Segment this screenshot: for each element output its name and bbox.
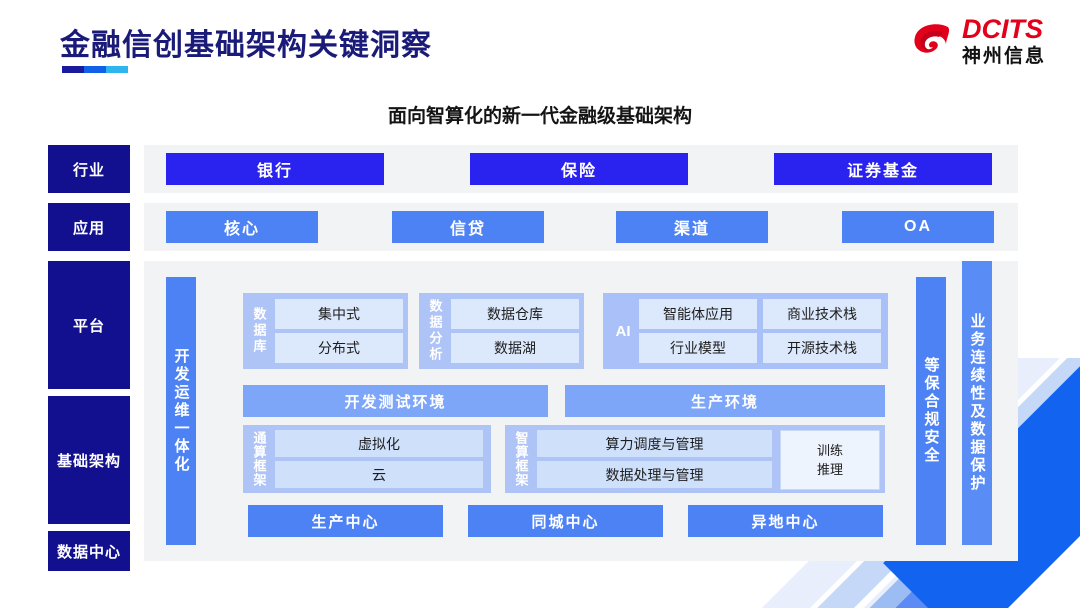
env-label-production: 生产环境: [690, 393, 759, 411]
train-label: 训练: [816, 442, 843, 458]
group-label-database: 数据库: [251, 307, 267, 355]
industry-button-insurance[interactable]: 保险: [470, 153, 688, 185]
rail-devops-integration[interactable]: 开发运维一体化: [166, 277, 196, 545]
industry-button-bank[interactable]: 银行: [166, 153, 384, 185]
tile-data-warehouse[interactable]: 数据仓库: [451, 299, 579, 329]
sidebar-label-platform: 平台: [72, 317, 105, 335]
tile-agent-application[interactable]: 智能体应用: [639, 299, 757, 329]
application-label-oa: OA: [904, 218, 932, 235]
application-button-core[interactable]: 核心: [166, 211, 318, 243]
application-button-oa[interactable]: OA: [842, 211, 994, 243]
rail-label-compliance: 等保合规安全: [922, 357, 940, 465]
tile-distributed[interactable]: 分布式: [275, 333, 403, 363]
group-label-data-analysis: 数据分析: [427, 299, 443, 363]
application-label-credit: 信贷: [449, 221, 486, 238]
application-label-channel: 渠道: [673, 221, 710, 238]
sidebar-item-platform[interactable]: 平台: [48, 261, 130, 389]
framework-label-general-compute: 通算框架: [251, 431, 267, 487]
tile-cloud[interactable]: 云: [275, 461, 483, 488]
tile-centralized[interactable]: 集中式: [275, 299, 403, 329]
sidebar-label-application: 应用: [72, 219, 105, 237]
subtitle: 面向智算化的新一代金融级基础架构: [387, 106, 692, 127]
center-label-local: 同城中心: [531, 513, 600, 531]
title-rule-seg-1: [62, 66, 84, 73]
group-data-analysis: 数据分析 数据仓库 数据湖: [419, 293, 584, 369]
framework-general-compute: 通算框架 虚拟化 云: [243, 425, 491, 493]
group-ai: AI 智能体应用 商业技术栈 行业模型 开源技术栈: [603, 293, 888, 369]
sidebar-item-datacenter[interactable]: 数据中心: [48, 531, 130, 571]
sidebar-label-datacenter: 数据中心: [56, 543, 121, 561]
sidebar-item-infrastructure[interactable]: 基础架构: [48, 396, 130, 524]
industry-label-bank: 银行: [256, 163, 293, 180]
application-button-credit[interactable]: 信贷: [392, 211, 544, 243]
center-label-remote: 异地中心: [751, 513, 820, 531]
tile-commercial-tech-stack[interactable]: 商业技术栈: [763, 299, 881, 329]
center-remote[interactable]: 异地中心: [688, 505, 883, 537]
logo-en: DCITS: [961, 14, 1043, 44]
center-label-production: 生产中心: [311, 513, 380, 531]
logo-cn: 神州信息: [961, 46, 1046, 67]
tile-train-inference[interactable]: 训练 推理: [780, 430, 880, 490]
sidebar-label-infrastructure: 基础架构: [56, 452, 121, 470]
center-production[interactable]: 生产中心: [248, 505, 443, 537]
industry-label-insurance: 保险: [560, 163, 597, 180]
rail-label-devops: 开发运维一体化: [172, 348, 190, 474]
application-label-core: 核心: [223, 221, 260, 238]
framework-label-intelligent-compute: 智算框架: [513, 431, 529, 487]
rail-business-continuity[interactable]: 业务连续性及数据保护: [962, 261, 992, 545]
title-underline: [62, 66, 128, 73]
industry-label-securities-fund: 证券基金: [846, 163, 919, 180]
application-button-channel[interactable]: 渠道: [616, 211, 768, 243]
group-database: 数据库 集中式 分布式: [243, 293, 408, 369]
brand-logo: DCITS 神州信息: [910, 16, 1046, 66]
sidebar-label-industry: 行业: [72, 161, 105, 179]
tile-compute-scheduling[interactable]: 算力调度与管理: [537, 430, 772, 457]
tile-data-processing[interactable]: 数据处理与管理: [537, 461, 772, 488]
header: 金融信创基础架构关键洞察 DCITS 神州信息: [0, 0, 1080, 88]
env-label-dev-test: 开发测试环境: [344, 393, 447, 411]
tile-data-lake[interactable]: 数据湖: [451, 333, 579, 363]
center-local[interactable]: 同城中心: [468, 505, 663, 537]
group-label-ai: AI: [615, 322, 631, 340]
industry-button-securities-fund[interactable]: 证券基金: [774, 153, 992, 185]
sidebar-item-application[interactable]: 应用: [48, 203, 130, 251]
title-rule-seg-3: [106, 66, 128, 73]
env-dev-test[interactable]: 开发测试环境: [243, 385, 548, 417]
framework-intelligent-compute: 智算框架 算力调度与管理 数据处理与管理 训练 推理: [505, 425, 885, 493]
inference-label: 推理: [816, 462, 843, 477]
sidebar-item-industry[interactable]: 行业: [48, 145, 130, 193]
rail-label-continuity: 业务连续性及数据保护: [968, 313, 986, 493]
tile-opensource-tech-stack[interactable]: 开源技术栈: [763, 333, 881, 363]
tile-industry-model[interactable]: 行业模型: [639, 333, 757, 363]
page-title: 金融信创基础架构关键洞察: [60, 29, 432, 62]
env-production[interactable]: 生产环境: [565, 385, 885, 417]
dcits-swirl-icon: [910, 19, 954, 63]
logo-text: DCITS 神州信息: [961, 14, 1046, 67]
rail-compliance-security[interactable]: 等保合规安全: [916, 277, 946, 545]
title-rule-seg-2: [84, 66, 106, 73]
tile-virtualization[interactable]: 虚拟化: [275, 430, 483, 457]
